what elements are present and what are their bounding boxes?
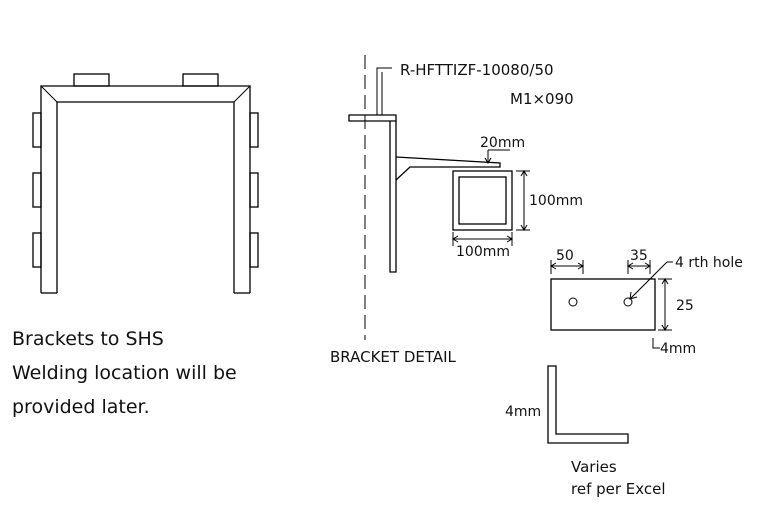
side-bracket-left-3 — [32, 232, 42, 268]
angle-thickness-label: 4mm — [505, 404, 541, 420]
shs-frame — [32, 73, 259, 294]
plate-width-label: 50 — [556, 248, 574, 264]
gap-label: 20mm — [480, 135, 525, 151]
note-line-2: Welding location will be — [12, 362, 237, 384]
bracket-detail — [348, 55, 530, 340]
plate-outline — [550, 278, 656, 331]
frame-outer — [40, 85, 251, 293]
detail-title: BRACKET DETAIL — [330, 348, 457, 366]
hole-note: 4 rth hole — [675, 255, 743, 271]
angle-note-1: Varies — [571, 458, 617, 476]
note-line-3: provided later. — [12, 396, 150, 418]
top-bracket-left — [73, 73, 110, 87]
hole-leader — [629, 261, 668, 300]
shs-inner — [458, 176, 507, 225]
anchor-code: R-HFTTIZF-10080/50 — [400, 61, 554, 79]
frame-mitre-right — [233, 85, 251, 103]
plate-hole-1 — [568, 297, 578, 307]
bracket-arm — [395, 156, 501, 181]
angle-note-2: ref per Excel — [571, 480, 666, 498]
side-bracket-left-2 — [32, 172, 42, 208]
top-bracket-right — [182, 73, 219, 87]
angle-section — [547, 365, 629, 444]
bracket-top-flange — [348, 114, 397, 122]
plate-detail — [550, 260, 673, 349]
frame-mitre-left — [40, 85, 58, 103]
anchor-size: M1×090 — [510, 90, 574, 108]
shs-outer — [452, 170, 513, 231]
side-bracket-right-3 — [249, 232, 259, 268]
side-bracket-right-1 — [249, 112, 259, 148]
side-bracket-right-2 — [249, 172, 259, 208]
angle-outline — [547, 365, 629, 444]
bracket-web — [389, 121, 397, 273]
plate-offset-label: 35 — [630, 248, 648, 264]
frame-inner — [56, 101, 235, 293]
side-bracket-left-1 — [32, 112, 42, 148]
plate-thickness-label: 4mm — [660, 341, 696, 357]
note-line-1: Brackets to SHS — [12, 328, 164, 350]
width-label: 100mm — [456, 244, 510, 260]
height-label: 100mm — [529, 193, 583, 209]
plate-thickness-leader — [652, 338, 660, 349]
plate-height-label: 25 — [676, 298, 694, 314]
plate-hole-2 — [623, 297, 633, 307]
anchor-leader — [376, 67, 392, 115]
